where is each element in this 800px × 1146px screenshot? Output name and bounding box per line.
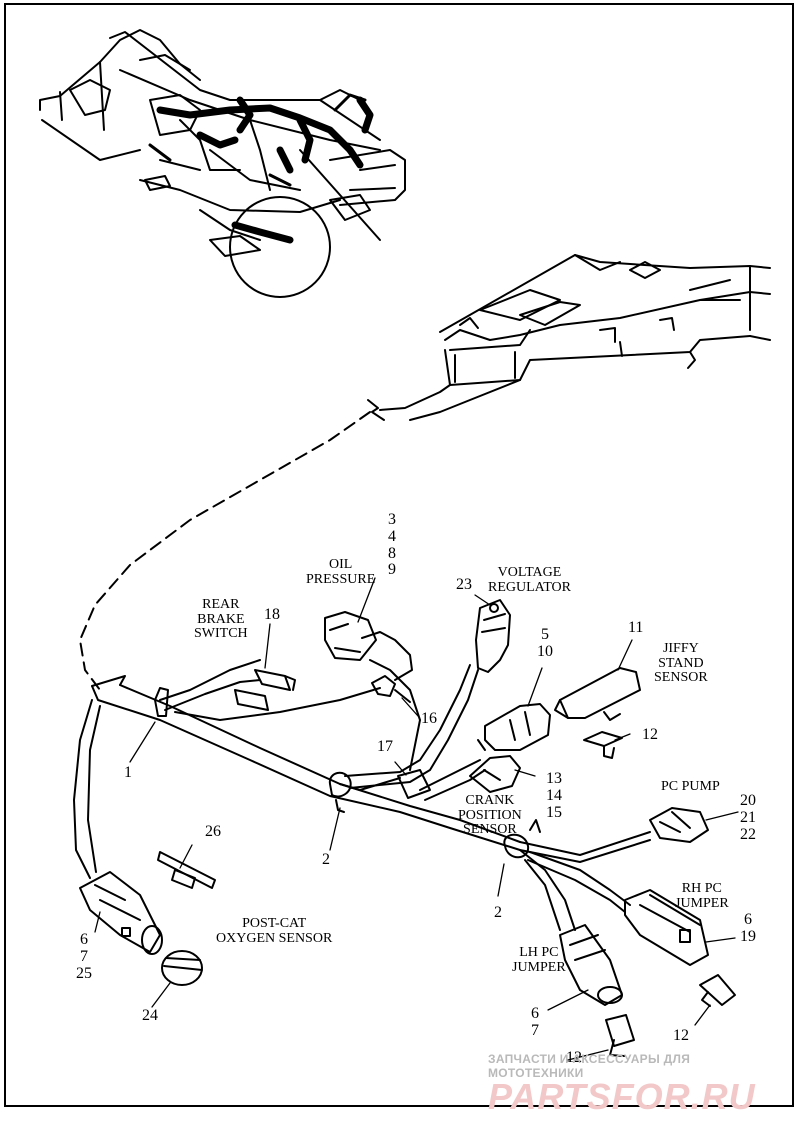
rh-pc-jumper-label: RH PC JUMPER xyxy=(675,881,729,911)
callout-12-right: 12 xyxy=(673,1027,689,1044)
callout-16: 16 xyxy=(421,710,437,727)
clip-26 xyxy=(157,851,216,889)
pc-pump-connector xyxy=(649,807,709,843)
voltage-regulator-connector xyxy=(475,599,511,673)
detail-circle xyxy=(229,196,331,298)
callout-2-right: 2 xyxy=(494,904,502,921)
rh-pc-jumper xyxy=(624,889,709,966)
harness-thumbnail-black xyxy=(156,96,374,244)
callout-oxygen: 6 7 25 xyxy=(76,931,92,982)
callout-12-bottom: 12 xyxy=(566,1049,582,1066)
jiffy-stand-sensor-label: JIFFY STAND SENSOR xyxy=(654,641,708,686)
diagram-frame xyxy=(4,3,794,1107)
jiffy-clip xyxy=(583,731,623,759)
callout-crank: 13 14 15 xyxy=(546,770,562,821)
harness-route-dashed xyxy=(79,411,371,691)
oil-pressure-connector xyxy=(324,611,413,703)
lh-pc-jumper-label: LH PC JUMPER xyxy=(512,945,566,975)
oil-pressure-label: OIL PRESSURE xyxy=(306,557,376,587)
rear-brake-switch-label: REAR BRAKE SWITCH xyxy=(194,597,248,642)
callout-2-left: 2 xyxy=(322,851,330,868)
leader-lines xyxy=(94,577,739,1061)
pc-pump-label: PC PUMP xyxy=(661,779,720,794)
callout-rh-jumper: 6 19 xyxy=(740,911,756,945)
clip-12-bottom xyxy=(605,1014,635,1057)
voltage-regulator-label: VOLTAGE REGULATOR xyxy=(488,565,571,595)
frame-bracket xyxy=(379,254,771,421)
cap-24 xyxy=(161,950,203,986)
junction-connector xyxy=(397,769,431,799)
main-harness xyxy=(73,659,651,931)
callout-pc-pump: 20 21 22 xyxy=(740,792,756,843)
oxygen-sensor-connector xyxy=(79,871,163,955)
lh-pc-jumper xyxy=(559,924,623,1006)
callout-24: 24 xyxy=(142,1007,158,1024)
watermark: ЗАПЧАСТИ И АКСЕССУАРЫ ДЛЯ МОТОТЕХНИКИ PA… xyxy=(488,1052,788,1118)
callout-1: 1 xyxy=(124,764,132,781)
frame-thumbnail xyxy=(39,29,406,257)
callout-oil-pressure: 3 4 8 9 xyxy=(388,511,396,579)
callout-17: 17 xyxy=(377,738,393,755)
jiffy-stand-sensor xyxy=(554,667,641,721)
callout-regulator-plug: 5 10 xyxy=(537,626,553,660)
crank-position-sensor-label: CRANK POSITION SENSOR xyxy=(458,793,522,838)
callout-lh-jumper: 6 7 xyxy=(531,1005,539,1039)
callout-23: 23 xyxy=(456,576,472,593)
callout-11: 11 xyxy=(628,619,644,636)
clip-12-right xyxy=(699,974,736,1007)
watermark-brand: PARTSFOR.RU xyxy=(488,1076,756,1117)
rear-brake-switch-connectors xyxy=(234,669,296,711)
callout-26: 26 xyxy=(205,823,221,840)
regulator-plug xyxy=(477,703,551,751)
post-cat-oxygen-sensor-label: POST-CAT OXYGEN SENSOR xyxy=(216,916,333,946)
callout-12-jiffy: 12 xyxy=(642,726,658,743)
callout-18: 18 xyxy=(264,606,280,623)
watermark-tagline: ЗАПЧАСТИ И АКСЕССУАРЫ ДЛЯ МОТОТЕХНИКИ xyxy=(488,1052,691,1080)
crank-position-connector xyxy=(469,755,521,793)
